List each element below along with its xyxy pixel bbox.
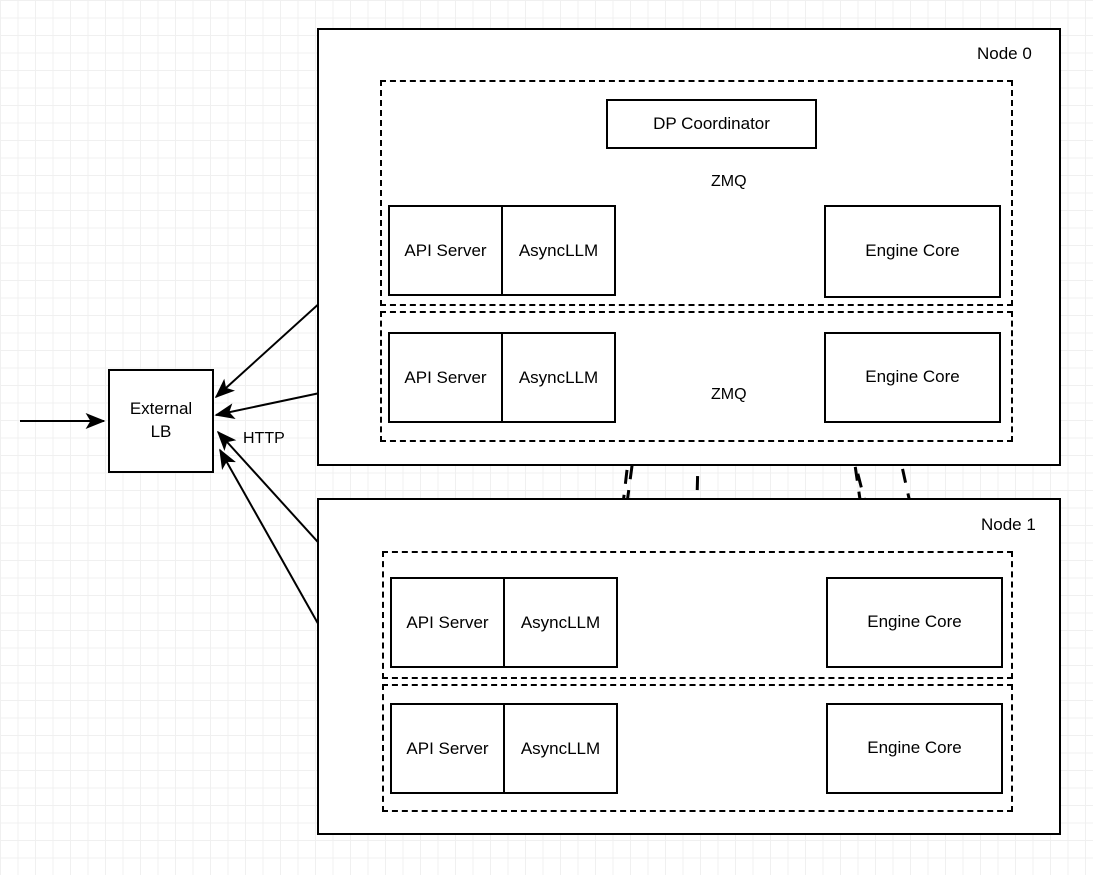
zmq-label-node0-group1: ZMQ [711, 386, 747, 403]
node-1-group-0-container [382, 551, 1013, 679]
node-1-group-0-api-unit[interactable]: API Server AsyncLLM [390, 577, 618, 668]
node-0-group-1-api-unit[interactable]: API Server AsyncLLM [388, 332, 616, 423]
node-1-group-1-api-unit[interactable]: API Server AsyncLLM [390, 703, 618, 794]
asyncllm-label: AsyncLLM [518, 367, 599, 387]
node-0-group-1-container [380, 311, 1013, 442]
api-server-label: API Server [390, 334, 503, 421]
external-lb-label-line2: LB [150, 422, 172, 441]
node-0-group-0-api-unit[interactable]: API Server AsyncLLM [388, 205, 616, 296]
node-0-group-0-engine-core[interactable]: Engine Core [824, 205, 1001, 298]
node-0-group-1-engine-core[interactable]: Engine Core [824, 332, 1001, 423]
node-1-group-1-engine-core[interactable]: Engine Core [826, 703, 1003, 794]
node-1-group-1-container [382, 684, 1013, 812]
http-edge-label: HTTP [243, 430, 285, 447]
external-lb-box[interactable]: External LB [108, 369, 214, 473]
dp-coordinator-box[interactable]: DP Coordinator [606, 99, 817, 149]
api-server-label: API Server [390, 207, 503, 294]
zmq-label-node0-group0: ZMQ [711, 173, 747, 190]
api-server-label: API Server [392, 579, 505, 666]
external-lb-label-line1: External [129, 399, 193, 419]
api-server-label: API Server [392, 705, 505, 792]
asyncllm-label: AsyncLLM [518, 240, 599, 260]
node-0-label: Node 0 [977, 44, 1032, 63]
asyncllm-label: AsyncLLM [520, 612, 601, 632]
asyncllm-label: AsyncLLM [520, 738, 601, 758]
node-1-group-0-engine-core[interactable]: Engine Core [826, 577, 1003, 668]
node-0-group-0-container [380, 80, 1013, 306]
node-1-label: Node 1 [981, 515, 1036, 534]
